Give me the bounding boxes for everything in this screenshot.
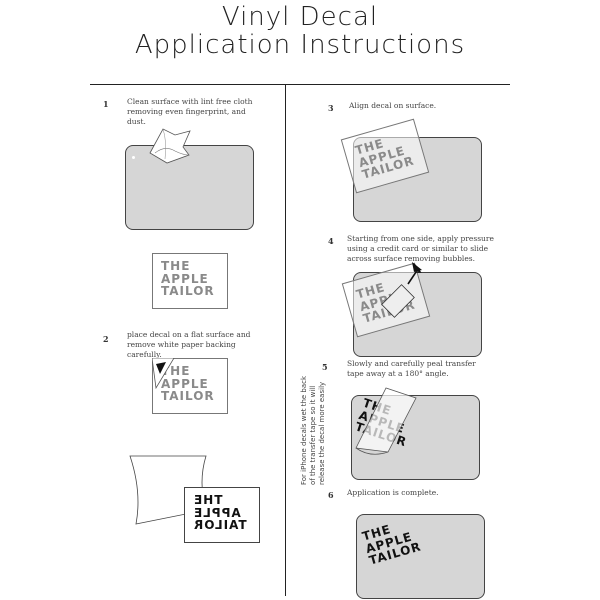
- step-1-text: Clean surface with lint free cloth remov…: [127, 97, 253, 126]
- step-4-text: Starting from one side, apply pressure u…: [347, 234, 494, 263]
- note-line-3: release the decal more easily: [318, 381, 326, 485]
- camera-dot: [132, 156, 135, 159]
- step-6-number: 6: [328, 490, 334, 500]
- brand-line-tailor: TAILOR: [161, 284, 215, 299]
- step-3-number: 3: [328, 103, 334, 113]
- brand-line-tailor: TAILOR: [193, 518, 247, 533]
- step-2-text: place decal on a flat surface and remove…: [127, 330, 251, 359]
- step-1-device-card: [125, 145, 254, 230]
- brand-line-apple: APPLE: [161, 271, 209, 286]
- credit-card-squeegee-icon: [381, 262, 422, 318]
- note-line-2: of the transfer tape so it will: [309, 385, 317, 485]
- brand-line-tailor: TAILOR: [161, 389, 215, 404]
- page-title-line2: Application Instructions: [134, 30, 466, 60]
- brand-line-apple: APPLE: [161, 376, 209, 391]
- peel-corner-icon: [152, 358, 175, 390]
- brand-line-the: THE: [193, 493, 223, 507]
- step-4-number: 4: [328, 236, 334, 246]
- mirrored-decal: THE APPLE TAILOR: [184, 487, 260, 543]
- step-1-number: 1: [103, 99, 109, 109]
- step-6-device-card: THE APPLE TAILOR: [356, 514, 485, 599]
- iphone-tip-note: For iPhone decals wet the back of the tr…: [300, 376, 327, 485]
- peeling-transfer-tape-icon: [355, 387, 417, 455]
- step-3-text: Align decal on surface.: [349, 101, 437, 110]
- note-line-1: For iPhone decals wet the back: [300, 375, 308, 485]
- step-2-number: 2: [103, 334, 109, 344]
- decal-sample: THE APPLE TAILOR: [152, 253, 228, 309]
- column-divider: [285, 84, 286, 596]
- header-divider: [90, 84, 510, 85]
- cloth-icon: [149, 128, 191, 164]
- page-title-line1: Vinyl Decal: [221, 2, 379, 32]
- step-5-text: Slowly and carefully peal transfer tape …: [347, 359, 476, 378]
- brand-line-the: THE: [161, 259, 191, 273]
- step-5-number: 5: [322, 362, 328, 372]
- step-6-text: Application is complete.: [347, 488, 439, 497]
